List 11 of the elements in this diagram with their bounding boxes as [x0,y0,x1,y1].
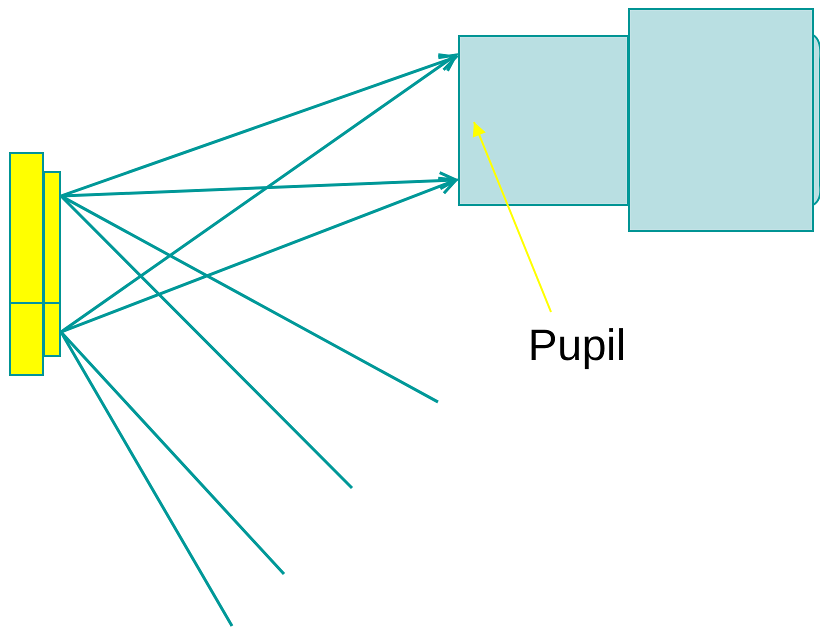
light-ray-arrow [60,176,458,334]
object-bar [9,152,44,376]
lens-box [458,35,629,206]
light-ray [60,331,234,627]
light-ray [60,194,354,490]
leader-line [472,122,552,312]
pupil-label: Pupil [528,318,658,374]
light-ray-arrow [60,53,458,198]
light-ray-arrow [60,54,458,334]
light-ray-arrow [60,171,458,198]
object-bar [43,171,61,357]
